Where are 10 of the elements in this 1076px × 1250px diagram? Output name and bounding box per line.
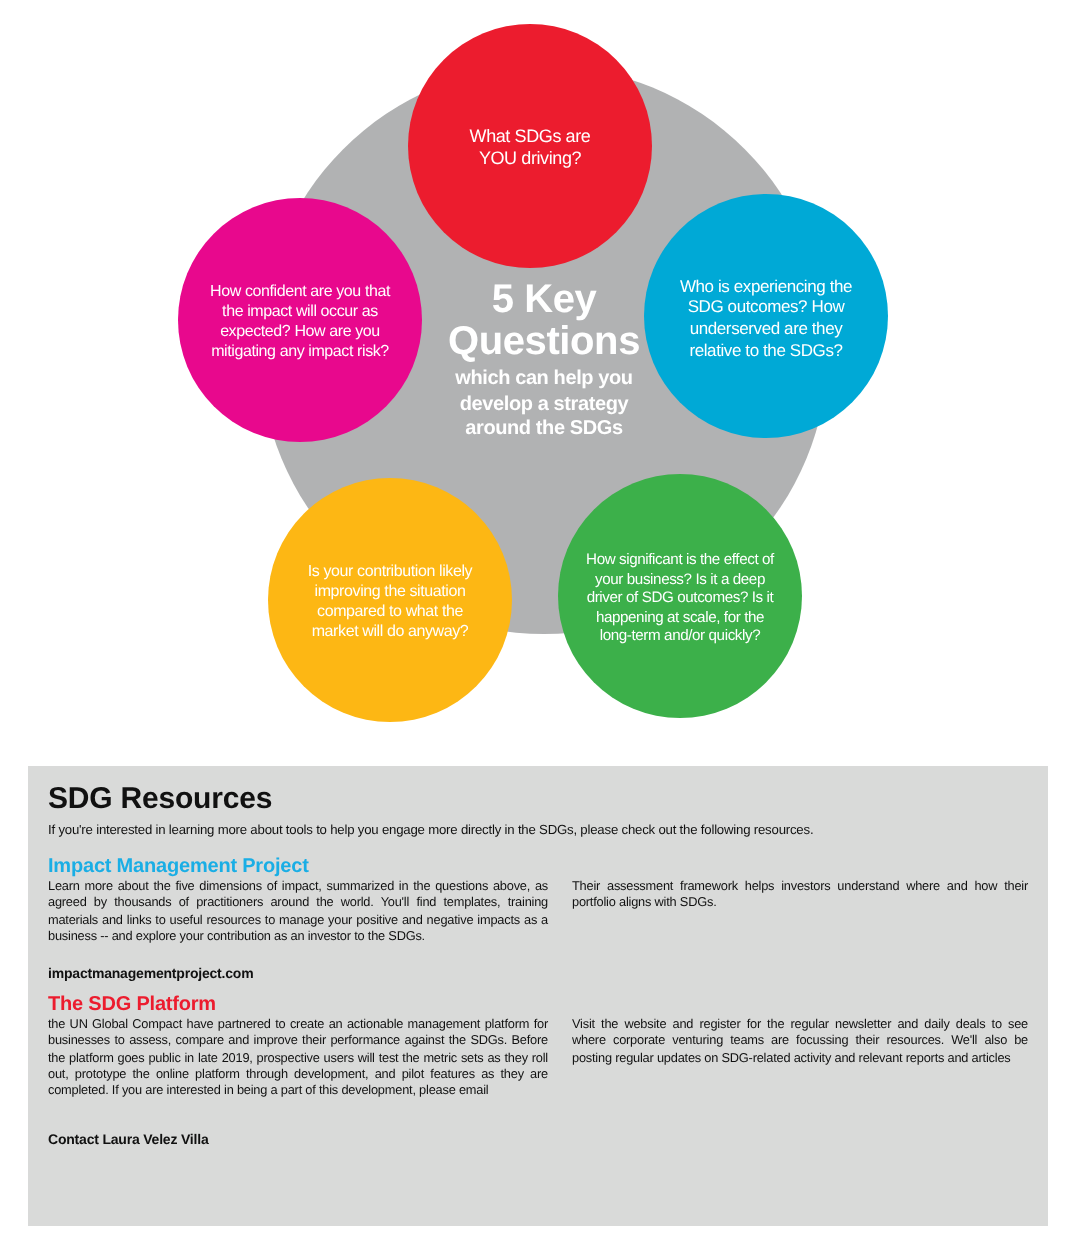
section-heading: SDG Resources [48,780,275,819]
resources-panel [28,766,1048,1226]
question-text: How confident are you that the impact will occur as expected? How are you mitigating any impact risk? [208,282,393,362]
question-text: What SDGs are YOU driving? [467,125,593,171]
center-subtitle: which can help you develop a strategy around the SDGs [453,368,635,444]
question-text: Who is experiencing the SDG outcomes? How underserved are they relative to the SDGs? [677,275,855,361]
question-text: Is your contribution likely improving the situation compared to what the market will do anyway? [305,562,475,642]
center-heading: 5 Key Questions [446,280,642,365]
section-heading: The SDG Platform [48,992,218,1018]
section-heading: Impact Management Project [48,854,311,880]
